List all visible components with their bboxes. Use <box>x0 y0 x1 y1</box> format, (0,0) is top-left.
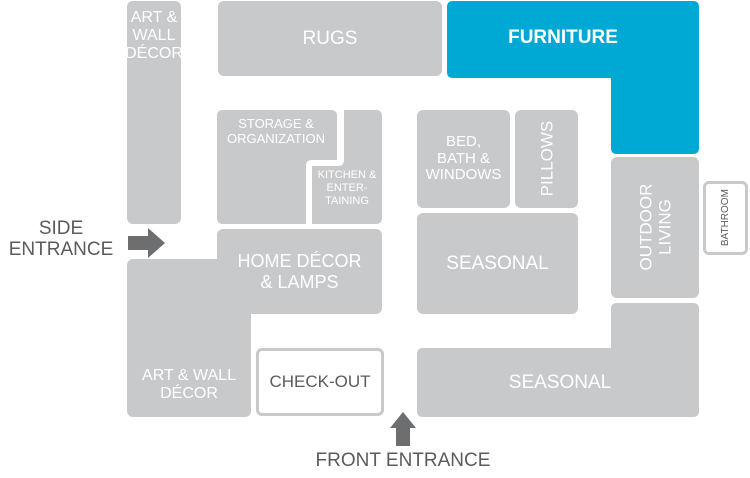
zone-storage-organization-label: STORAGE & ORGANIZATION <box>227 116 325 146</box>
front-entrance-arrow <box>390 412 416 446</box>
zone-label: SEASONAL <box>446 252 549 274</box>
zone-kitchen-entertaining-label: KITCHEN & ENTER- TAINING <box>317 169 377 208</box>
zone-art-wall-decor-top[interactable]: ART & WALL DÉCOR <box>125 1 183 224</box>
side-entrance-label: SIDE ENTRANCE <box>8 218 114 260</box>
zone-label: ART & WALL DÉCOR <box>125 9 183 62</box>
zone-pillows[interactable]: PILLOWS <box>515 110 578 208</box>
zone-label: BED, BATH & WINDOWS <box>425 132 502 184</box>
side-entrance-arrow <box>128 228 165 258</box>
zone-home-decor-lamps[interactable]: HOME DÉCOR & LAMPS <box>217 229 382 314</box>
zone-outdoor-living[interactable]: OUTDOOR LIVING <box>611 157 699 298</box>
zone-label: OUTDOOR LIVING <box>635 184 674 271</box>
seasonal-bottom-shape[interactable] <box>417 303 699 417</box>
storage-area-shape[interactable] <box>217 110 337 224</box>
zone-label: ART & WALL DÉCOR <box>142 367 236 403</box>
zone-label: RUGS <box>302 27 358 49</box>
zone-label: HOME DÉCOR & LAMPS <box>237 251 362 292</box>
zone-furniture-label: FURNITURE <box>508 27 618 48</box>
zone-seasonal-bottom-label: SEASONAL <box>508 372 612 393</box>
zone-bed-bath-windows[interactable]: BED, BATH & WINDOWS <box>417 110 510 208</box>
zone-label: CHECK-OUT <box>269 372 371 392</box>
zone-label: PILLOWS <box>536 121 556 197</box>
furniture-area-shape[interactable] <box>447 1 699 154</box>
zone-label: BATHROOM <box>719 189 731 247</box>
zone-rugs[interactable]: RUGS <box>218 1 442 76</box>
zone-bathroom[interactable]: BATHROOM <box>703 181 748 255</box>
kitchen-area-shape[interactable] <box>312 110 382 224</box>
zone-seasonal-center[interactable]: SEASONAL <box>417 213 578 314</box>
front-entrance-label: FRONT ENTRANCE <box>315 450 491 471</box>
zone-check-out[interactable]: CHECK-OUT <box>256 348 384 416</box>
